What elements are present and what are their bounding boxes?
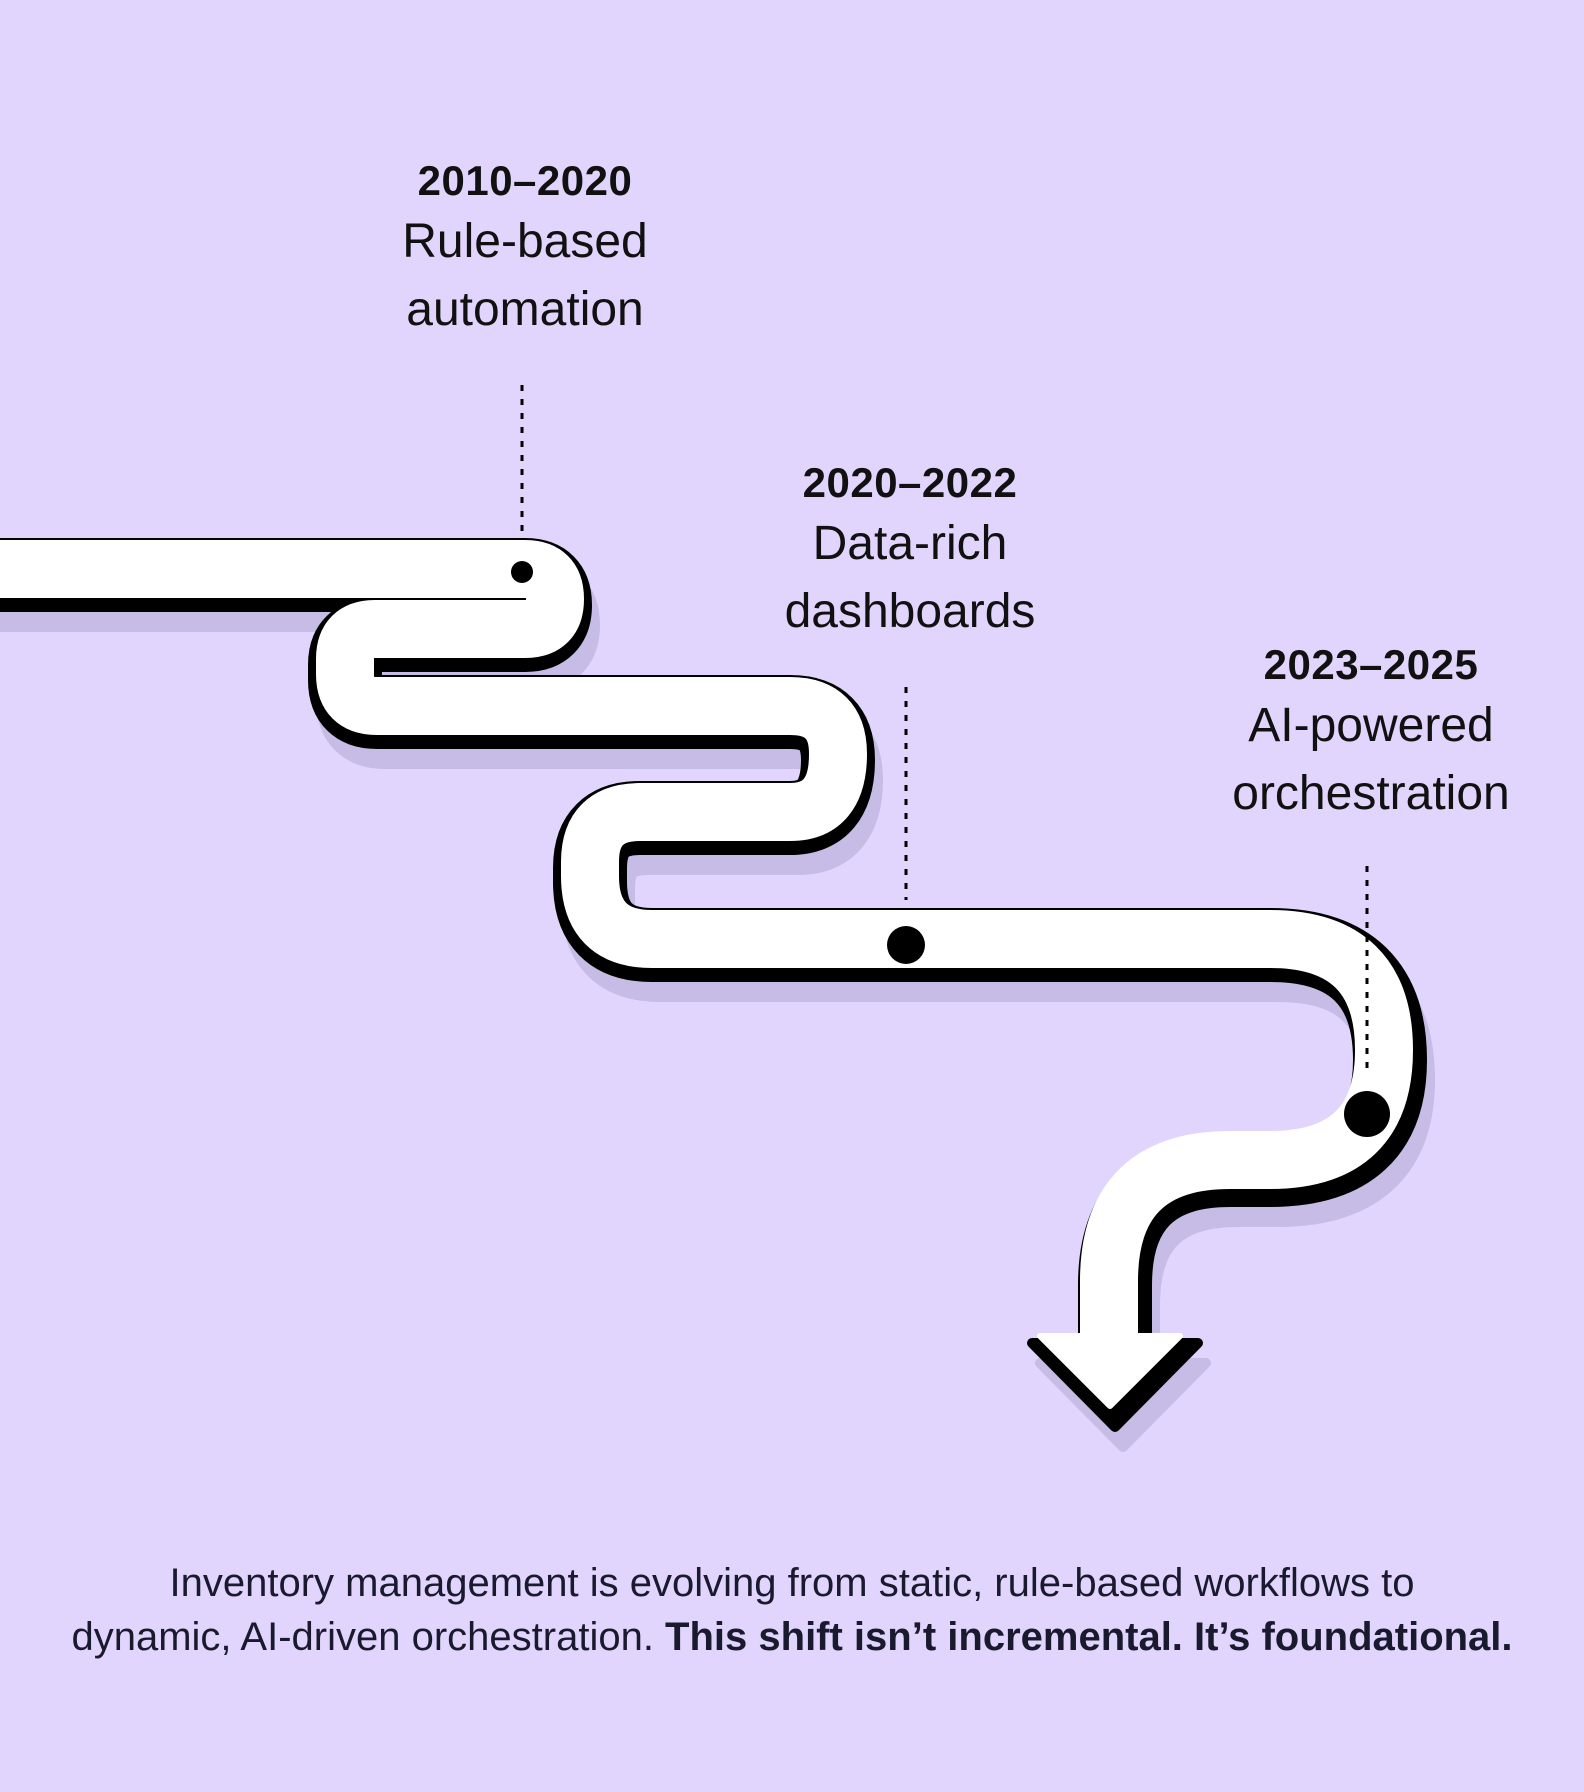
- milestone-label-line1: Data-rich: [812, 517, 1008, 570]
- caption-emphasis: This shift isn’t incremental. It’s found…: [665, 1615, 1513, 1659]
- milestone-period: 2020–2022: [802, 459, 1018, 506]
- milestone-markers: [511, 561, 1390, 1137]
- connector-lines: [520, 385, 1369, 1075]
- milestone-label-line1: AI-powered: [1248, 699, 1494, 752]
- milestone-2023-2025: 2023–2025 AI-powered orchestration: [1161, 638, 1581, 828]
- milestone-label-line2: orchestration: [1232, 767, 1510, 820]
- milestone-2010-2020: 2010–2020 Rule-based automation: [315, 154, 735, 344]
- marker-dot-2: [887, 926, 925, 964]
- milestone-period: 2023–2025: [1263, 641, 1479, 688]
- marker-dot-1: [511, 561, 533, 583]
- milestone-label-line2: dashboards: [784, 585, 1036, 638]
- marker-dot-3: [1344, 1091, 1390, 1137]
- milestone-label-line2: automation: [406, 283, 644, 336]
- path-fill: [0, 540, 1413, 1409]
- caption-line2-regular: dynamic, AI-driven orchestration.: [71, 1615, 666, 1659]
- caption-line2: dynamic, AI-driven orchestration. This s…: [0, 1610, 1584, 1664]
- caption: Inventory management is evolving from st…: [0, 1556, 1584, 1664]
- milestone-label-line1: Rule-based: [402, 215, 648, 268]
- milestone-2020-2022: 2020–2022 Data-rich dashboards: [700, 456, 1120, 646]
- caption-line1: Inventory management is evolving from st…: [169, 1561, 1415, 1605]
- milestone-period: 2010–2020: [417, 157, 633, 204]
